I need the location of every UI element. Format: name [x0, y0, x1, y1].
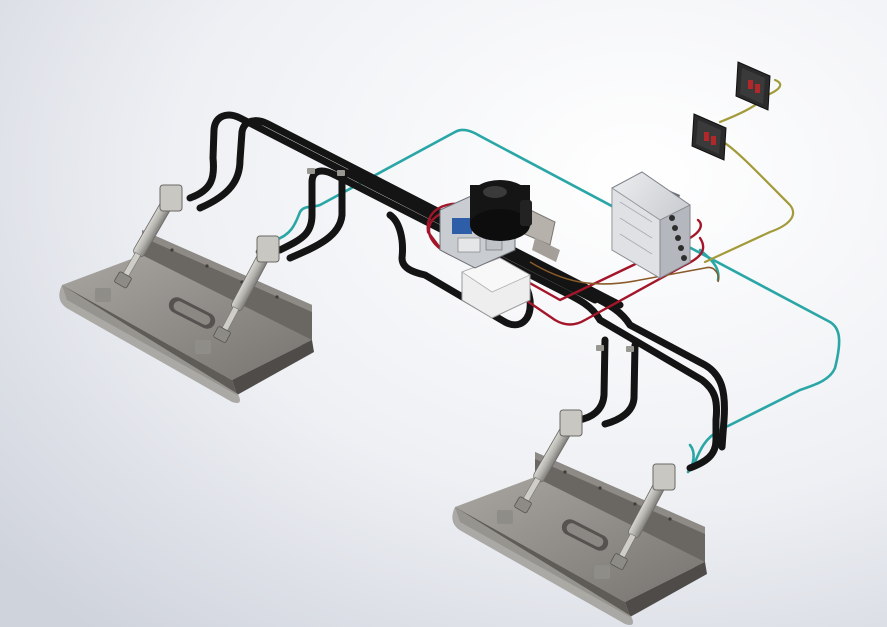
actuator-mount [559, 409, 583, 437]
brown-wire [529, 261, 720, 285]
actuator-foot [594, 565, 610, 579]
actuator-foot [195, 340, 211, 354]
control-box-icon [611, 171, 691, 279]
actuator-mount [256, 235, 280, 263]
actuator-mount [652, 463, 676, 491]
hose-fittings [307, 168, 634, 352]
switch-panel-icon [735, 61, 771, 111]
switch-panel-icon [691, 113, 727, 161]
actuator-mount [159, 184, 183, 212]
hydraulic-pump-icon [439, 180, 560, 319]
actuator-foot [95, 288, 111, 302]
actuator-foot [497, 510, 513, 524]
